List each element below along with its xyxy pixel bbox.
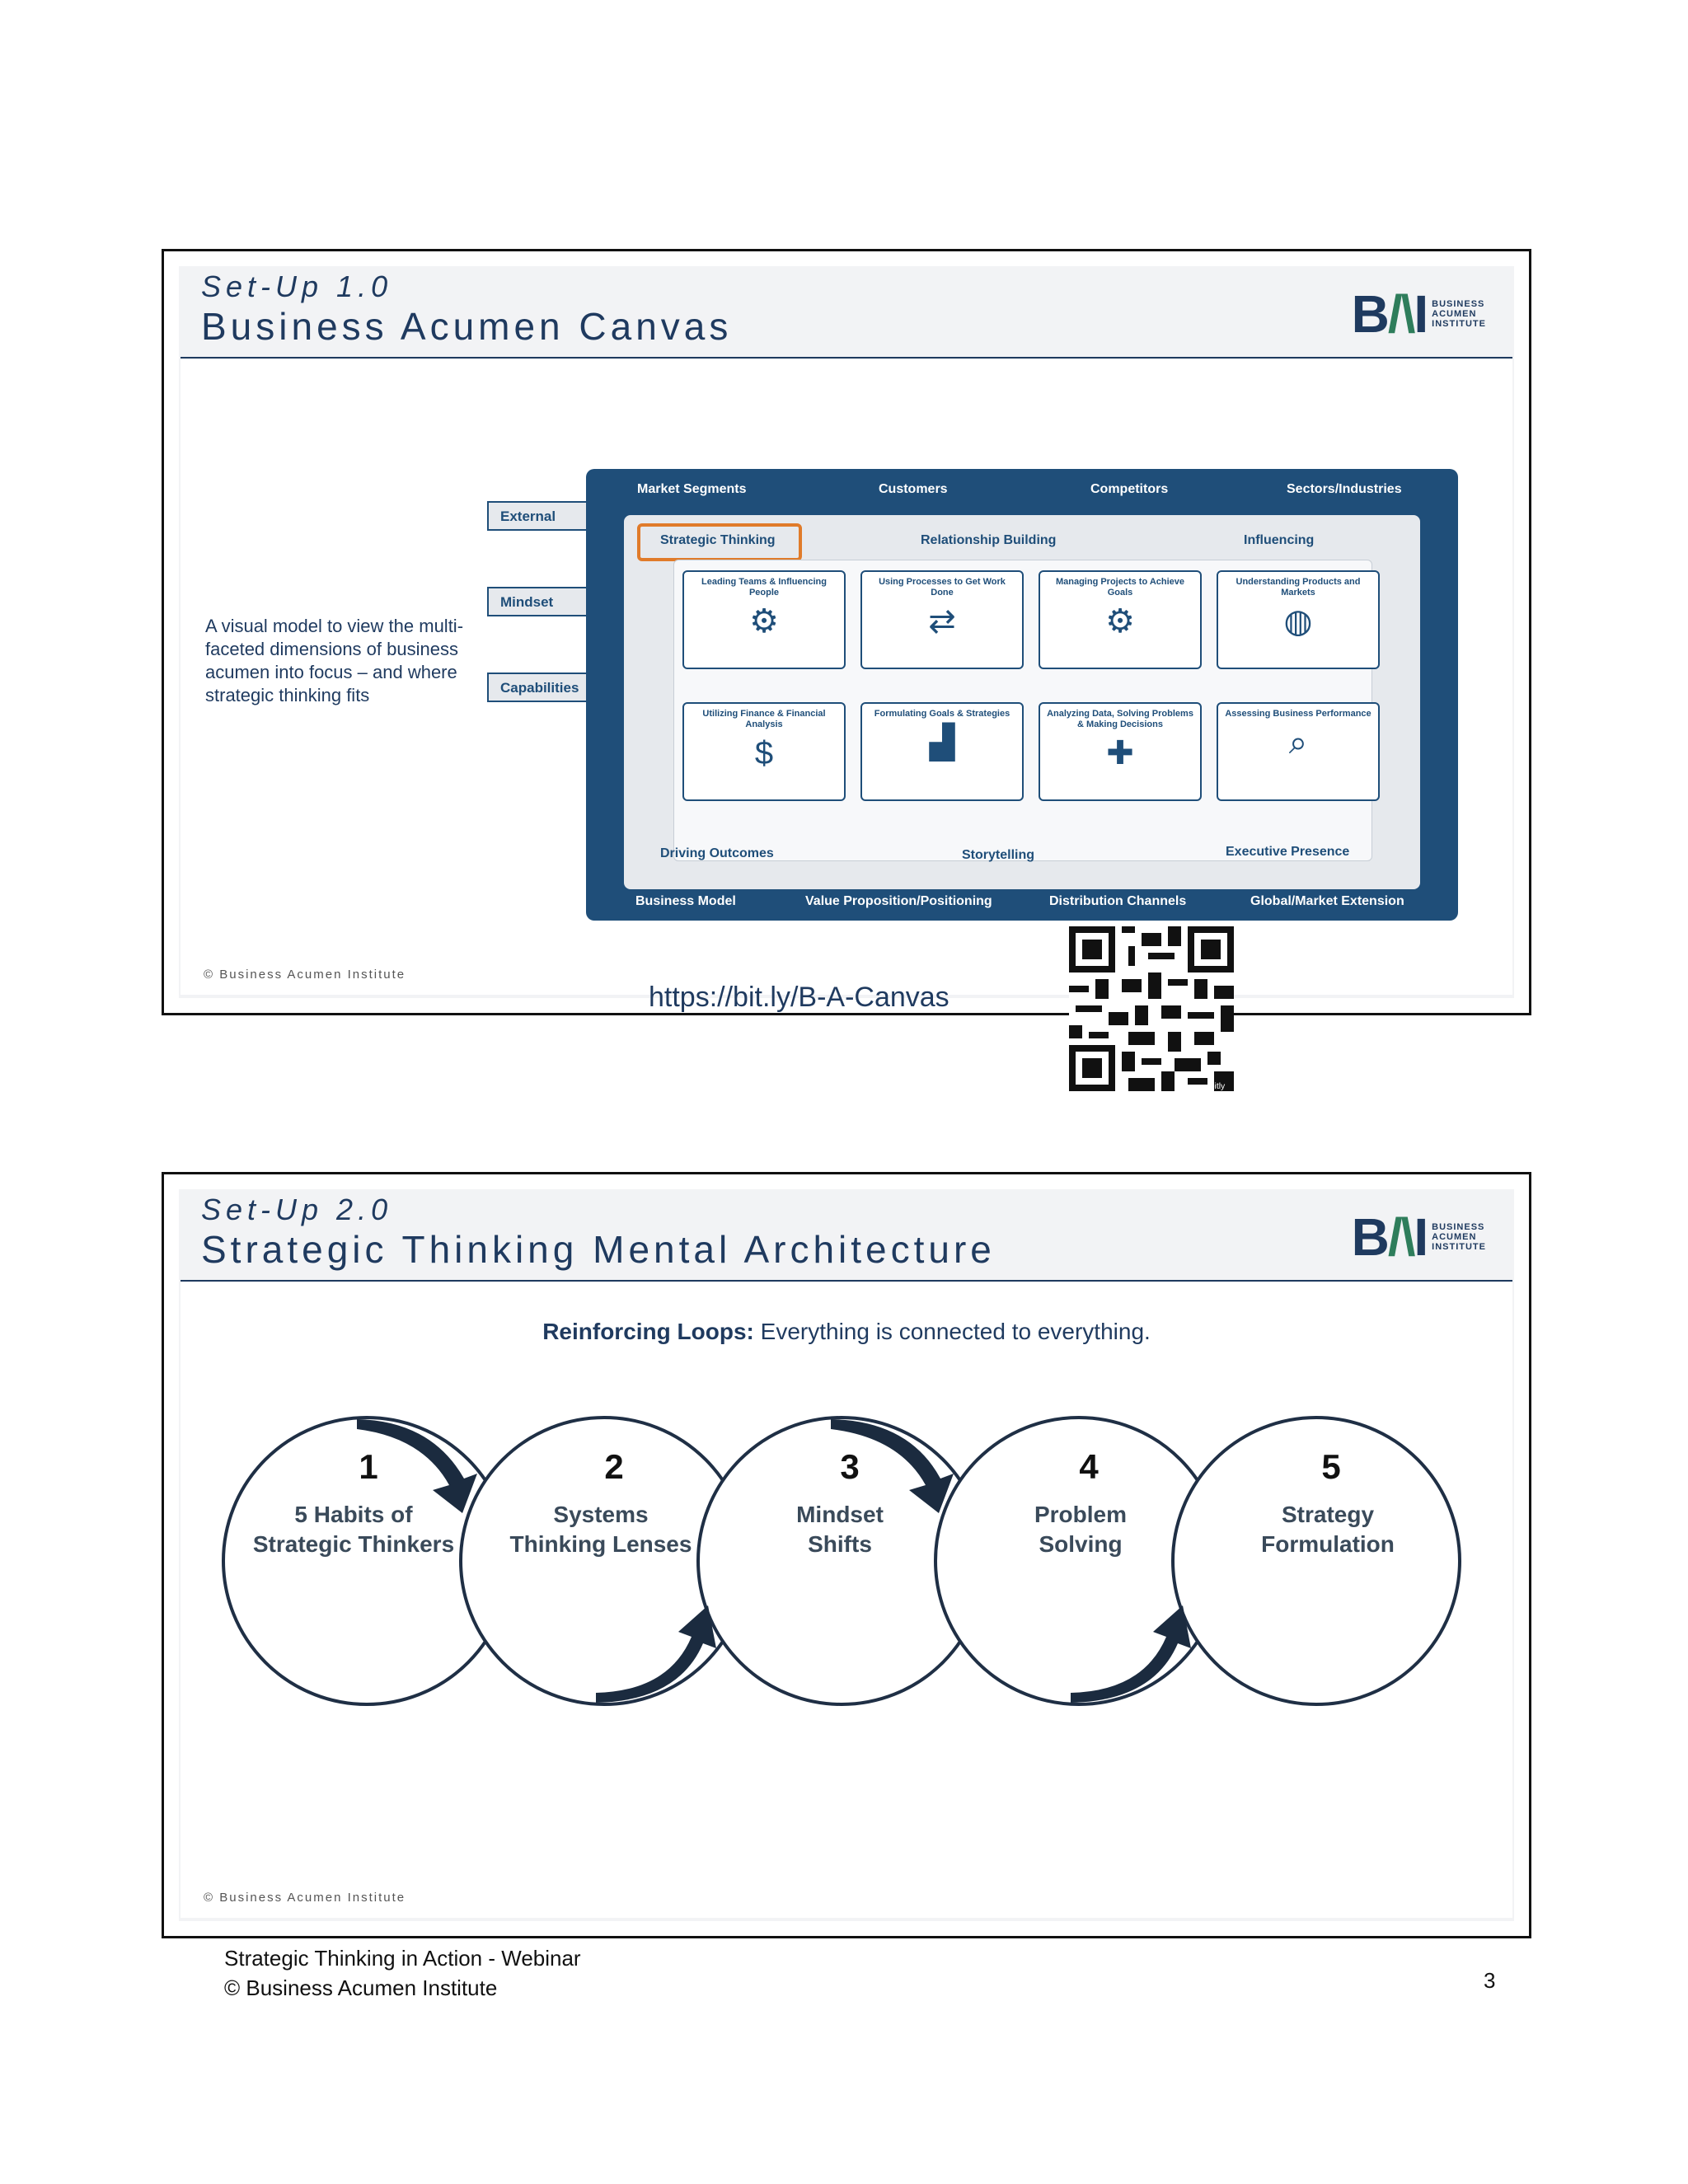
label-storytelling: Storytelling <box>962 848 1035 862</box>
page-number: 3 <box>1484 1968 1496 1993</box>
label-executive-presence: Executive Presence <box>1226 845 1350 859</box>
label-influencing: Influencing <box>1244 533 1315 547</box>
loop-number-3: 3 <box>840 1447 860 1486</box>
finance-icon: $ <box>754 735 774 771</box>
loop-number-5: 5 <box>1321 1447 1341 1486</box>
footer-copyright: © Business Acumen Institute <box>224 1975 498 2000</box>
slide-setup-label: Set-Up 2.0 <box>201 1193 393 1226</box>
label-global-market-extension: Global/Market Extension <box>1250 894 1404 908</box>
canvas-capabilities-grid: Leading Teams & Influencing People⚙ Usin… <box>673 560 1380 861</box>
process-icon: ⇄ <box>928 603 956 640</box>
slide-copyright: © Business Acumen Institute <box>204 968 406 982</box>
loop-arrow-1-2 <box>357 1419 477 1513</box>
title-divider <box>181 357 1512 359</box>
slide-content: Reinforcing Loops: Everything is connect… <box>181 1282 1512 1918</box>
card-managing-projects: Managing Projects to Achieve Goals⚙ <box>1039 570 1202 669</box>
loop-number-2: 2 <box>604 1447 624 1486</box>
globe-icon: ◍ <box>1283 603 1313 640</box>
slide-copyright: © Business Acumen Institute <box>204 1891 406 1905</box>
label-business-model: Business Model <box>635 894 736 908</box>
card-leading-teams: Leading Teams & Influencing People⚙ <box>682 570 846 669</box>
label-customers: Customers <box>879 482 948 496</box>
canvas-description: A visual model to view the multi-faceted… <box>205 616 464 705</box>
bai-logo-mark: B/\I <box>1351 1207 1429 1267</box>
loop-arrow-4-5 <box>1071 1605 1191 1703</box>
slide-title: Business Acumen Canvas <box>201 305 733 348</box>
loop-arrow-2-3 <box>596 1605 716 1703</box>
loop-number-4: 4 <box>1079 1447 1099 1486</box>
label-competitors: Competitors <box>1090 482 1169 496</box>
slide-content: A visual model to view the multi-faceted… <box>181 359 1512 1091</box>
reinforcing-loops-caption: Reinforcing Loops: Everything is connect… <box>181 1319 1512 1345</box>
card-formulating-goals: Formulating Goals & Strategies▟ <box>860 702 1024 801</box>
card-assessing-performance: Assessing Business Performance⌕ <box>1217 702 1380 801</box>
title-divider <box>181 1280 1512 1282</box>
magnifier-icon: ⌕ <box>1288 724 1308 761</box>
card-analyzing-data: Analyzing Data, Solving Problems & Makin… <box>1039 702 1202 801</box>
business-acumen-canvas: Market Segments Customers Competitors Se… <box>586 469 1458 921</box>
gears-icon: ⚙ <box>1105 603 1135 640</box>
card-using-processes: Using Processes to Get Work Done⇄ <box>860 570 1024 669</box>
label-value-proposition: Value Proposition/Positioning <box>805 894 992 908</box>
page-footer: Strategic Thinking in Action - Webinar ©… <box>224 1943 581 2003</box>
qr-caption: bitly <box>1210 1082 1226 1091</box>
card-utilizing-finance: Utilizing Finance & Financial Analysis$ <box>682 702 846 801</box>
slide-title: Strategic Thinking Mental Architecture <box>201 1228 996 1271</box>
label-market-segments: Market Segments <box>637 482 747 496</box>
chart-icon: ▟ <box>929 724 955 761</box>
qr-code[interactable]: bitly <box>1069 926 1234 1091</box>
label-strategic-thinking: Strategic Thinking <box>660 533 776 547</box>
reinforcing-loops-label: Reinforcing Loops: <box>542 1319 754 1344</box>
loop-arrow-3-4 <box>831 1419 954 1513</box>
team-icon: ⚙ <box>749 603 779 640</box>
slide-business-acumen-canvas: Set-Up 1.0 Business Acumen Canvas B/\I B… <box>162 249 1531 1091</box>
loop-circle-5 <box>1171 1416 1461 1706</box>
reinforcing-loops-diagram <box>222 1416 1461 1706</box>
canvas-mindset-layer: Strategic Thinking Relationship Building… <box>624 515 1420 889</box>
label-driving-outcomes: Driving Outcomes <box>660 846 774 860</box>
footer-webinar-title: Strategic Thinking in Action - Webinar <box>224 1946 581 1971</box>
reinforcing-loops-text: Everything is connected to everything. <box>753 1319 1151 1344</box>
canvas-link[interactable]: https://bit.ly/B-A-Canvas <box>649 982 950 1013</box>
puzzle-icon: ✚ <box>1106 735 1134 771</box>
label-sectors-industries: Sectors/Industries <box>1287 482 1402 496</box>
slide-setup-label: Set-Up 1.0 <box>201 269 393 303</box>
slide-mental-architecture: Set-Up 2.0 Strategic Thinking Mental Arc… <box>162 1172 1531 1938</box>
tag-external: External <box>487 501 588 531</box>
bai-logo-mark: B/\I <box>1351 284 1429 344</box>
label-relationship-building: Relationship Building <box>921 533 1057 547</box>
loop-number-1: 1 <box>359 1447 378 1486</box>
label-distribution-channels: Distribution Channels <box>1049 894 1187 908</box>
card-understanding-products: Understanding Products and Markets◍ <box>1217 570 1380 669</box>
